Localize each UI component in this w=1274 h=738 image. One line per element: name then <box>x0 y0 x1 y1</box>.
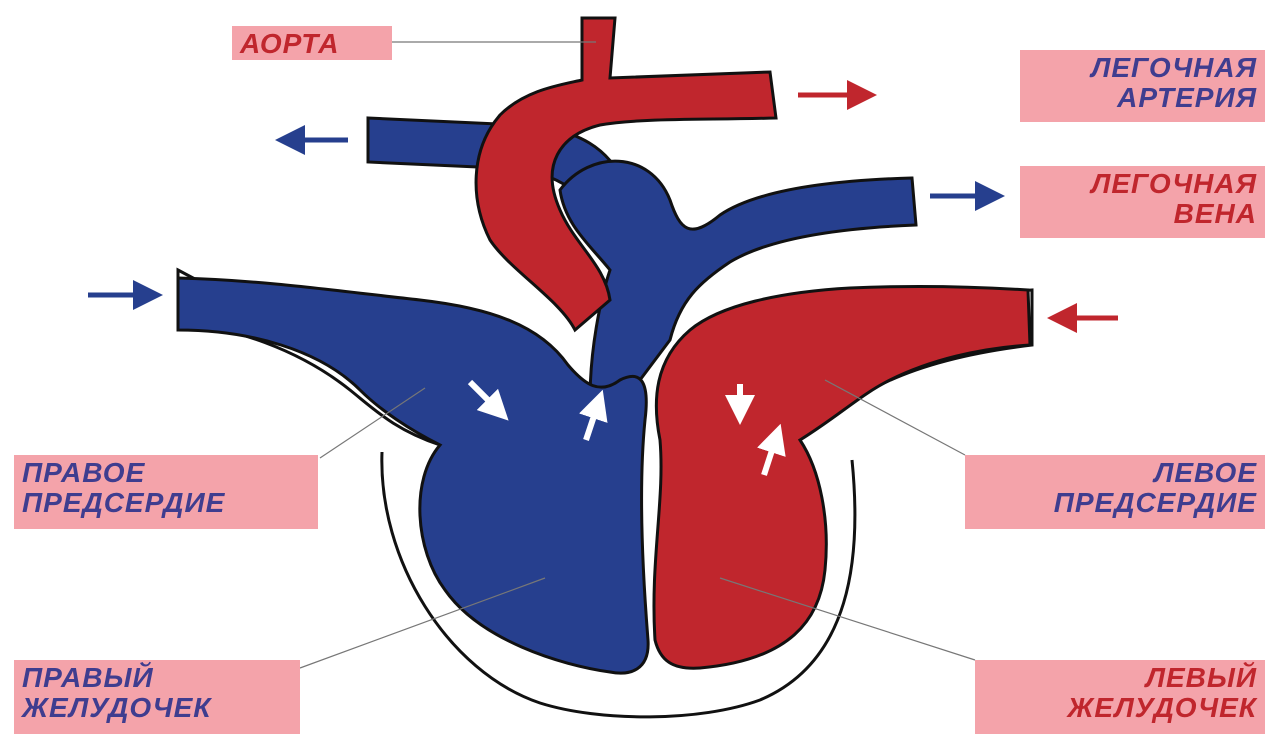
label-pulmonary-vein-line1: ЛЕГОЧНАЯ <box>1028 169 1257 199</box>
label-right-ventricle-line2: ЖЕЛУДОЧЕК <box>22 693 292 723</box>
label-left-atrium: ЛЕВОЕ ПРЕДСЕРДИЕ <box>965 455 1265 529</box>
label-right-ventricle-line1: ПРАВЫЙ <box>22 663 292 693</box>
label-left-ventricle-line2: ЖЕЛУДОЧЕК <box>983 693 1257 723</box>
label-left-atrium-line1: ЛЕВОЕ <box>973 458 1257 488</box>
label-pulmonary-vein-line2: ВЕНА <box>1028 199 1257 229</box>
label-left-atrium-line2: ПРЕДСЕРДИЕ <box>973 488 1257 518</box>
label-pulmonary-artery-line1: ЛЕГОЧНАЯ <box>1028 53 1257 83</box>
label-right-atrium: ПРАВОЕ ПРЕДСЕРДИЕ <box>14 455 318 529</box>
label-pulmonary-vein: ЛЕГОЧНАЯ ВЕНА <box>1020 166 1265 238</box>
label-pulmonary-artery-line2: АРТЕРИЯ <box>1028 83 1257 113</box>
label-left-ventricle-line1: ЛЕВЫЙ <box>983 663 1257 693</box>
label-aorta: АОРТА <box>232 26 392 60</box>
label-right-atrium-line1: ПРАВОЕ <box>22 458 310 488</box>
label-pulmonary-artery: ЛЕГОЧНАЯ АРТЕРИЯ <box>1020 50 1265 122</box>
pointer-left-atrium <box>825 380 965 455</box>
label-aorta-text: АОРТА <box>240 29 384 59</box>
label-right-ventricle: ПРАВЫЙ ЖЕЛУДОЧЕК <box>14 660 300 734</box>
label-right-atrium-line2: ПРЕДСЕРДИЕ <box>22 488 310 518</box>
label-left-ventricle: ЛЕВЫЙ ЖЕЛУДОЧЕК <box>975 660 1265 734</box>
